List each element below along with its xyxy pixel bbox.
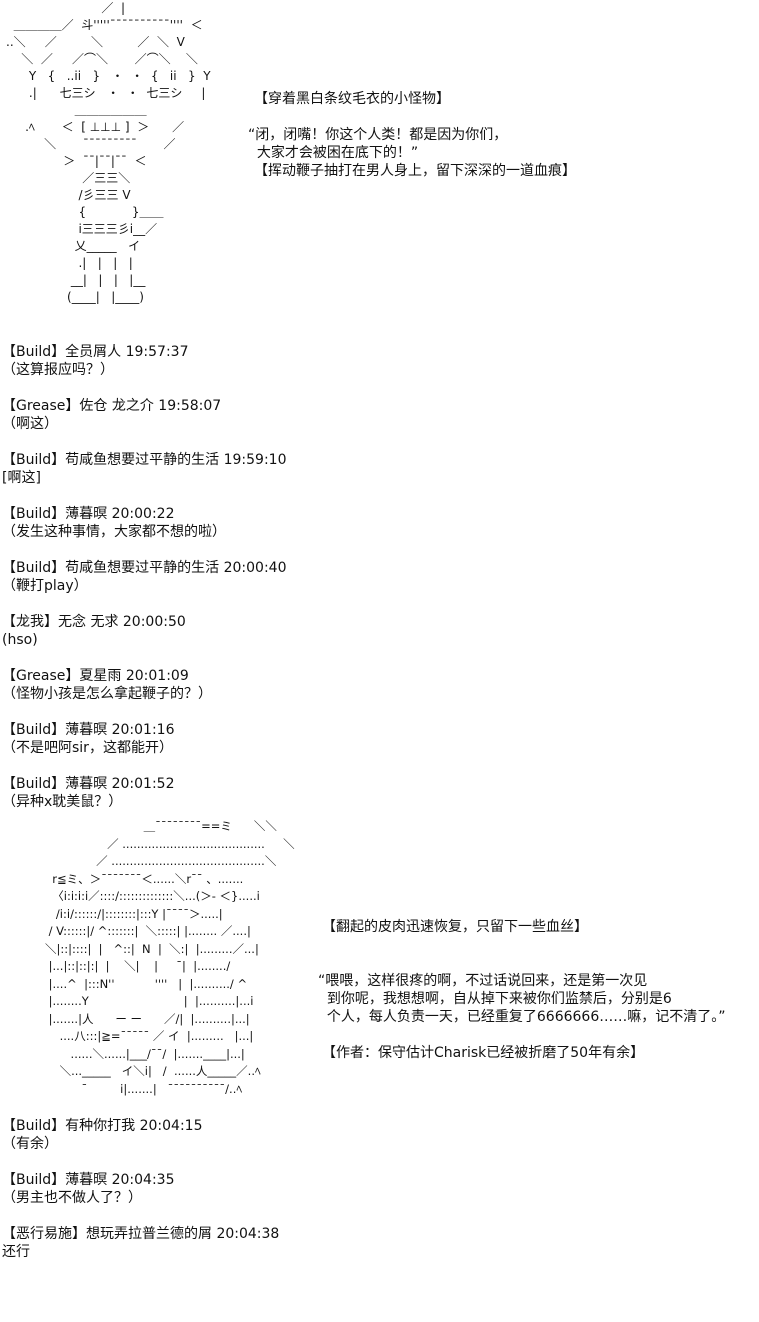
chat-header: 【Build】有种你打我 20:04:15 [2, 1118, 203, 1134]
chat-header: 【恶行易施】想玩弄拉普兰德的屑 20:04:38 [2, 1226, 280, 1242]
chat-body: （鞭打play） [2, 578, 88, 594]
ascii-art-character: ＿¯¯¯¯¯¯¯¯==ミ ＼＼ ／ ......................… [44, 819, 295, 1096]
chat-header: 【Build】薄暮暝 20:04:35 [2, 1172, 175, 1188]
chat-entry: 【Build】苟咸鱼想要过平静的生活 19:59:10 [啊这] [2, 451, 286, 487]
chat-body: （异种x耽美鼠？） [2, 794, 123, 810]
chat-body: (hso) [2, 632, 38, 648]
chat-entry: 【Grease】佐仓 龙之介 19:58:07 （啊这） [2, 397, 221, 433]
chat-header: 【Build】苟咸鱼想要过平静的生活 20:00:40 [2, 560, 287, 576]
chat-entry: 【Build】薄暮暝 20:01:16 （不是吧阿sir，这都能开） [2, 721, 174, 757]
chat-entry: 【Build】苟咸鱼想要过平静的生活 20:00:40 （鞭打play） [2, 559, 286, 595]
chat-header: 【Build】薄暮暝 20:01:52 [2, 776, 175, 792]
chat-entry: 【Build】有种你打我 20:04:15 （有余） [2, 1117, 202, 1153]
chat-entry: 【龙我】无念 无求 20:00:50 (hso) [2, 613, 186, 649]
chat-body: （发生这种事情，大家都不想的啦） [2, 524, 226, 540]
narration-monster: 【穿着黑白条纹毛衣的小怪物】 [254, 91, 450, 107]
chat-entry: 【Build】薄暮暝 20:04:35 （男主也不做人了？） [2, 1171, 174, 1207]
chat-header: 【Grease】佐仓 龙之介 19:58:07 [2, 398, 222, 414]
chat-header: 【Build】薄暮暝 20:01:16 [2, 722, 175, 738]
speech-line-2: 到你呢，我想想啊，自从掉下来被你们监禁后，分别是6 [318, 991, 672, 1007]
chat-body: （男主也不做人了？） [2, 1190, 142, 1206]
chat-header: 【Build】全员屑人 19:57:37 [2, 344, 189, 360]
speech-line-3: 个人，每人负责一天，已经重复了6666666……嘛，记不清了。” [318, 1009, 726, 1025]
chat-body: （这算报应吗？） [2, 362, 114, 378]
chat-header: 【Build】苟咸鱼想要过平静的生活 19:59:10 [2, 452, 287, 468]
chat-body: （有余） [2, 1136, 58, 1152]
speech-line-1: “喂喂，这样很疼的啊，不过话说回来，还是第一次见 [318, 973, 648, 989]
author-note: 【作者：保守估计Charisk已经被折磨了50年有余】 [322, 1045, 645, 1061]
chat-header: 【龙我】无念 无求 20:00:50 [2, 614, 186, 630]
action-whip: 【挥动鞭子抽打在男人身上，留下深深的一道血痕】 [254, 163, 576, 179]
chat-header: 【Build】薄暮暝 20:00:22 [2, 506, 175, 522]
chat-body: （啊这） [2, 416, 58, 432]
ascii-art-monster: ／ | ＿＿＿＿／ 斗'''''¯¯¯¯¯¯¯¯¯¯'''' ＜ ..＼ ／ ＼… [6, 1, 211, 304]
narration-recovery: 【翻起的皮肉迅速恢复，只留下一些血丝】 [322, 919, 588, 935]
chat-entry: 【Build】薄暮暝 20:00:22 （发生这种事情，大家都不想的啦） [2, 505, 226, 541]
chat-body: 还行 [2, 1244, 30, 1260]
speech-line-1: “闭，闭嘴！你这个人类！都是因为你们， [248, 127, 508, 143]
chat-entry: 【Grease】夏星雨 20:01:09 （怪物小孩是怎么拿起鞭子的？） [2, 667, 212, 703]
speech-line-2: 大家才会被困在底下的！” [248, 145, 419, 161]
chat-entry: 【Build】薄暮暝 20:01:52 （异种x耽美鼠？） [2, 775, 174, 811]
chat-entry: 【Build】全员屑人 19:57:37 （这算报应吗？） [2, 343, 188, 379]
chat-entry: 【恶行易施】想玩弄拉普兰德的屑 20:04:38 还行 [2, 1225, 279, 1261]
chat-body: [啊这] [2, 470, 41, 486]
chat-header: 【Grease】夏星雨 20:01:09 [2, 668, 189, 684]
chat-body: （不是吧阿sir，这都能开） [2, 740, 173, 756]
chat-body: （怪物小孩是怎么拿起鞭子的？） [2, 686, 212, 702]
